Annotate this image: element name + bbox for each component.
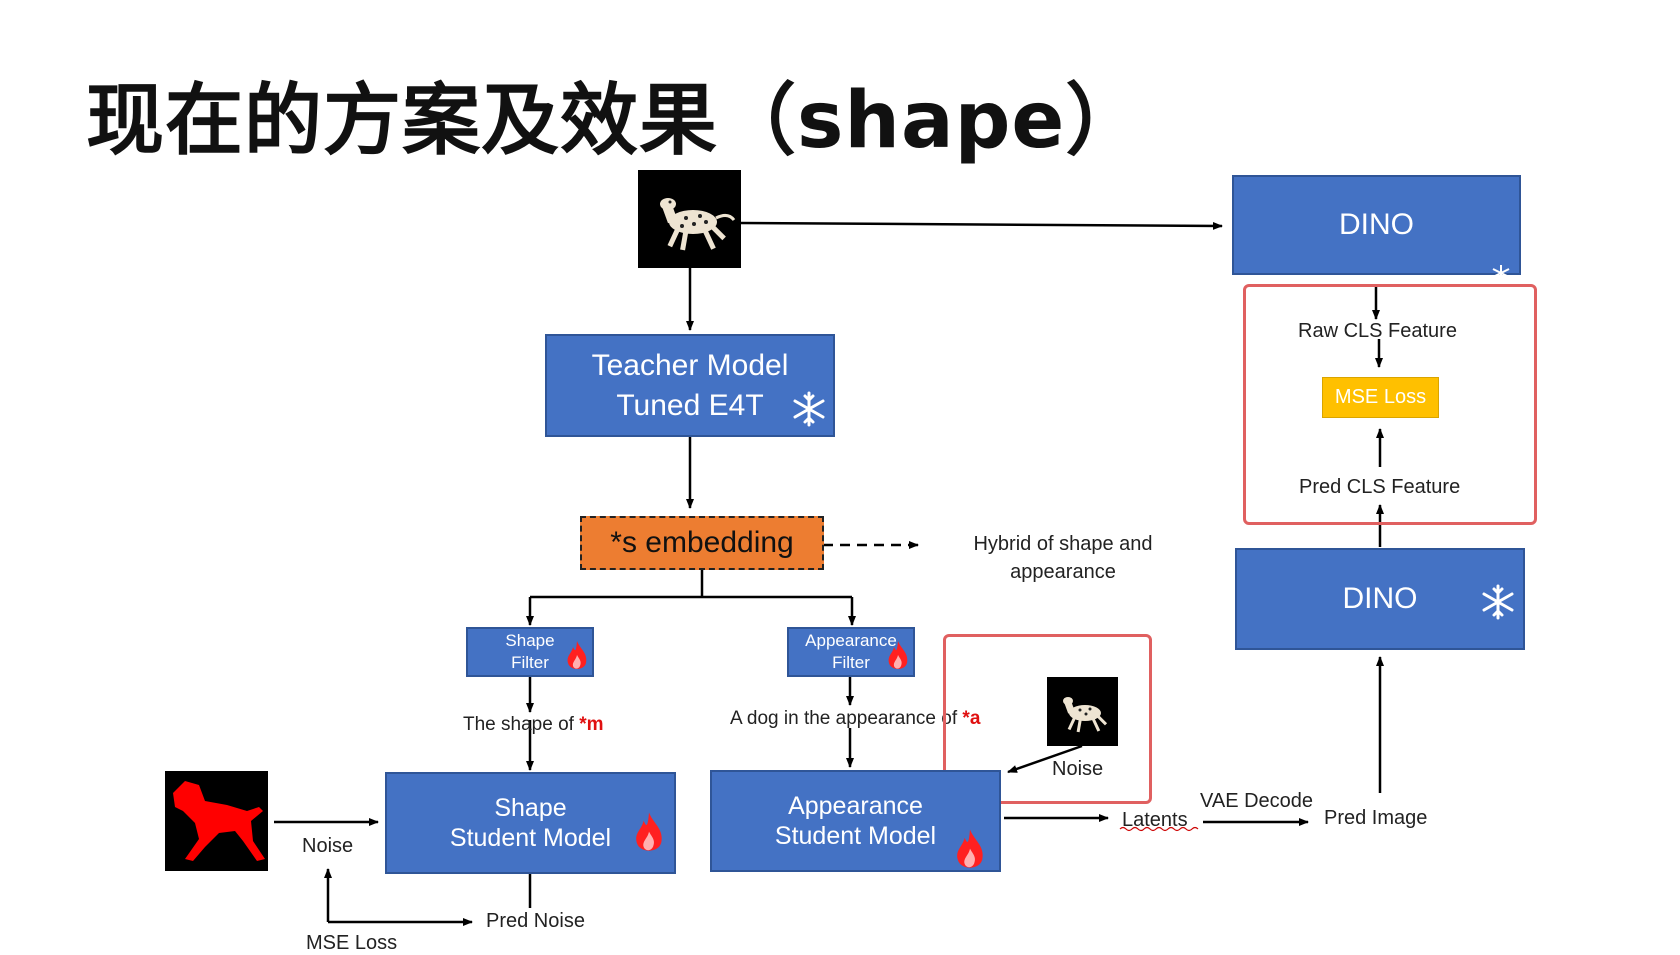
dino-bottom-box: DINO — [1235, 548, 1525, 650]
appearance-student-box: Appearance Student Model — [710, 770, 1001, 872]
dino-top-label: DINO — [1339, 208, 1414, 241]
snowflake-icon — [791, 391, 827, 432]
noise-left-label: Noise — [302, 835, 354, 857]
shape-prompt: The shape of *m — [463, 714, 604, 736]
cls-loss-frame — [1243, 284, 1537, 525]
dino-top-box: DINO — [1232, 175, 1521, 275]
appearance-prompt-prefix: A dog in the appearance of — [730, 708, 963, 729]
shape-mask-image — [165, 771, 268, 871]
snowflake-icon — [1480, 584, 1516, 625]
shape-prompt-prefix: The shape of — [463, 714, 580, 735]
shape-student-line1: Shape — [494, 794, 567, 822]
noise-frame — [943, 634, 1152, 804]
appearance-student-line2: Student Model — [774, 822, 937, 850]
mse-loss-bottom-label: MSE Loss — [306, 932, 398, 954]
appearance-filter-line2: Filter — [832, 653, 870, 672]
noise-right-label: Noise — [1052, 758, 1104, 780]
pred-noise-label: Pred Noise — [486, 910, 585, 932]
teacher-line2: Tuned E4T — [616, 388, 764, 422]
arrow-noise-to-app-student — [1007, 744, 1083, 774]
flame-icon — [955, 829, 985, 876]
spellcheck-underline — [1119, 826, 1199, 832]
appearance-prompt: A dog in the appearance of *a — [730, 708, 980, 730]
teacher-model-box: Teacher Model Tuned E4T — [545, 334, 835, 437]
latents-label: Latents — [1122, 809, 1188, 831]
pred-cls-feature-label: Pred CLS Feature — [1299, 476, 1461, 498]
mse-loss-box-label: MSE Loss — [1334, 386, 1427, 408]
hybrid-line2: appearance — [1010, 561, 1116, 583]
shape-prompt-token: *m — [579, 714, 604, 735]
hybrid-line1: Hybrid of shape and — [973, 533, 1153, 555]
page-title: 现在的方案及效果（shape） — [86, 76, 1145, 166]
appearance-filter-line1: Appearance — [805, 631, 897, 650]
teacher-line1: Teacher Model — [591, 348, 789, 382]
shape-student-box: Shape Student Model — [385, 772, 676, 874]
appearance-prompt-token: *a — [962, 708, 981, 729]
s-embedding-box: *s embedding — [580, 516, 824, 570]
pred-image-label: Pred Image — [1324, 807, 1428, 829]
hybrid-text: Hybrid of shape and appearance — [958, 530, 1168, 586]
flame-icon — [566, 641, 588, 676]
shape-filter-line1: Shape — [505, 631, 555, 650]
appearance-student-line1: Appearance — [788, 792, 923, 820]
raw-cls-feature-label: Raw CLS Feature — [1298, 320, 1457, 342]
flame-icon — [887, 641, 909, 676]
shape-student-line2: Student Model — [449, 824, 612, 852]
s-embedding-label: *s embedding — [610, 526, 794, 559]
mse-loss-box: MSE Loss — [1322, 377, 1439, 418]
input-dog-image — [638, 170, 741, 268]
appearance-filter-box: Appearance Filter — [787, 627, 915, 677]
snowflake-icon — [1487, 265, 1515, 284]
vae-decode-label: VAE Decode — [1200, 790, 1314, 812]
noise-dog-image — [1047, 677, 1118, 746]
arrow-input-to-dino — [739, 221, 1223, 230]
shape-filter-line2: Filter — [511, 653, 549, 672]
dino-bottom-label: DINO — [1342, 582, 1418, 615]
flame-icon — [634, 812, 664, 859]
